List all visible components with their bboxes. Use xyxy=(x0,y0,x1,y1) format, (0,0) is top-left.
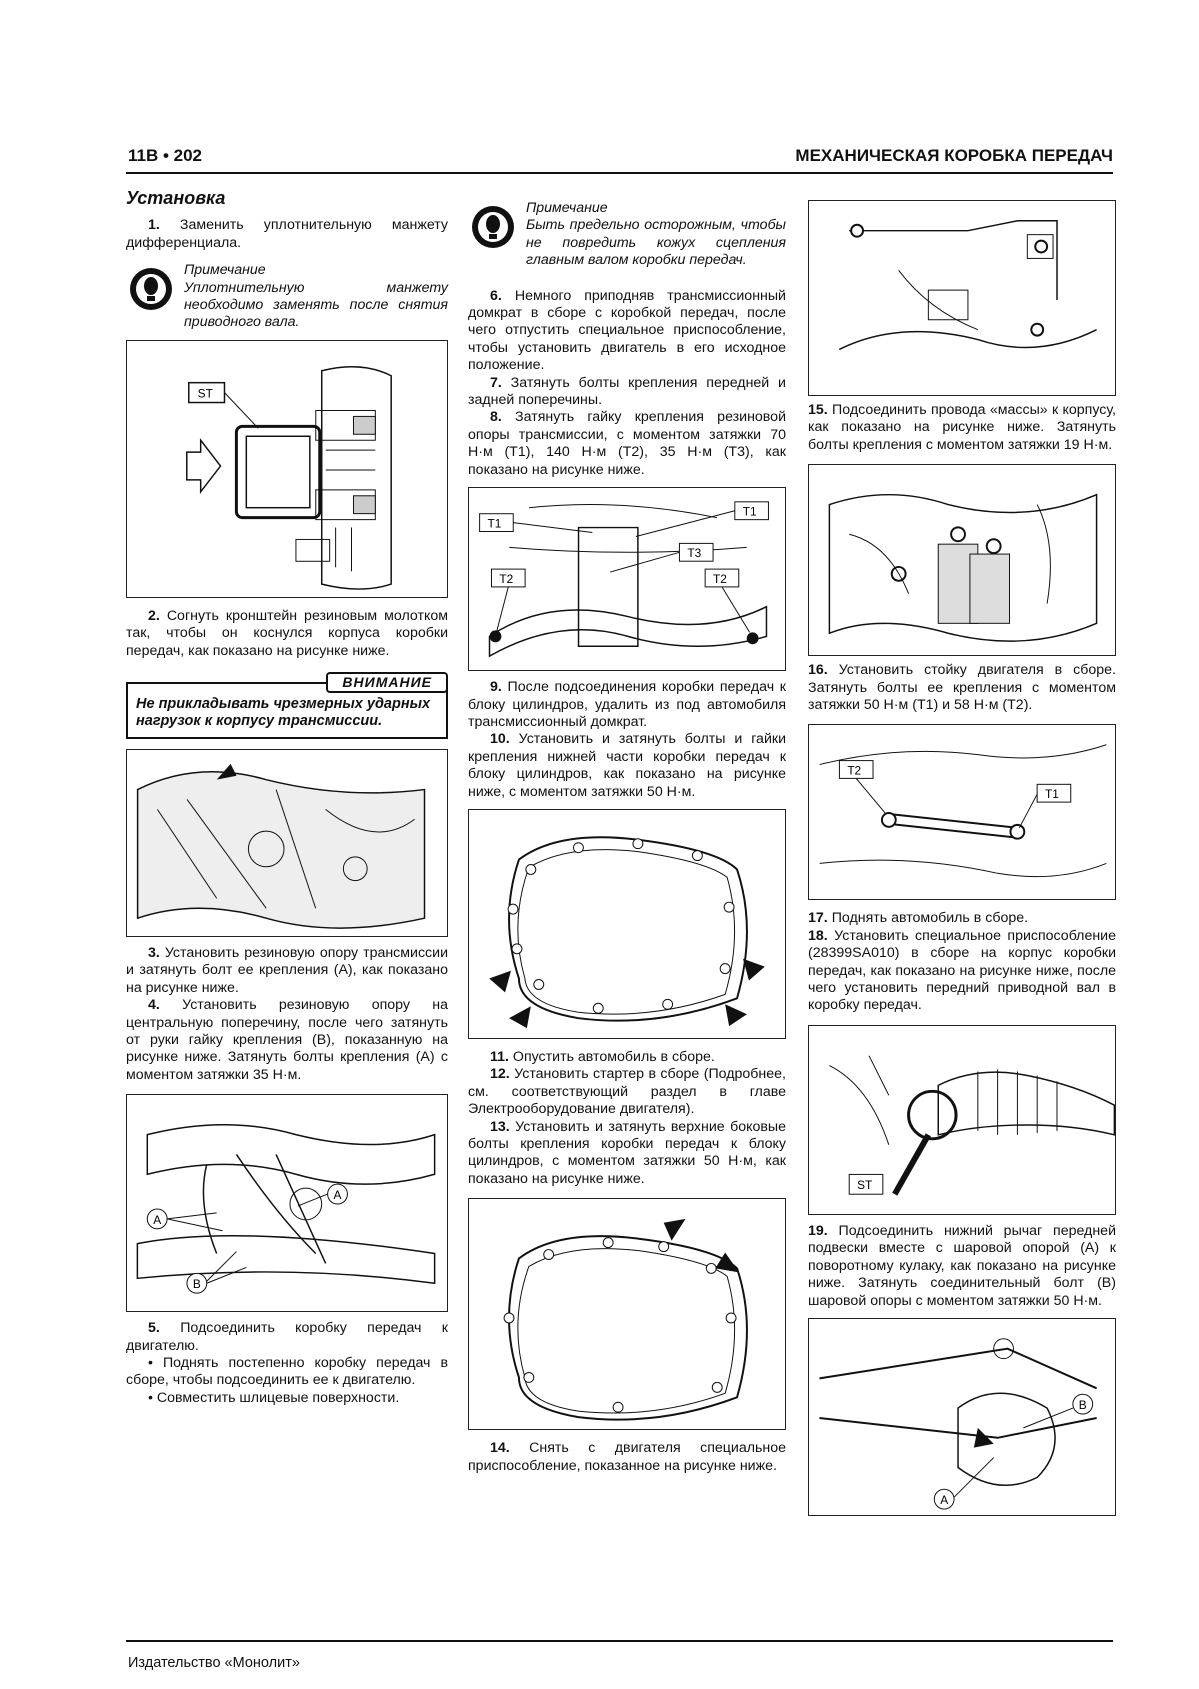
note-2: Примечание Быть предельно осторожным, чт… xyxy=(468,200,786,270)
column-1: Установка 1. Заменить уплотнительную ман… xyxy=(126,188,448,1407)
fig-st-label: ST xyxy=(857,1178,872,1192)
figure-rubber-mount: T1 T1 T3 T2 T2 xyxy=(468,487,786,672)
figure-differential-seal: ST xyxy=(126,339,448,598)
note-1: Примечание Уплотнительную манжету необхо… xyxy=(126,262,448,332)
bullet-1: • Поднять постепенно коробку передач в с… xyxy=(126,1354,448,1389)
step-6: 6. Немного приподняв трансмиссионный дом… xyxy=(468,287,786,374)
step-11: 11. Опустить автомобиль в сборе. xyxy=(490,1048,715,1065)
column-3: 15. Подсоединить провода «массы» к корпу… xyxy=(808,200,1116,1516)
figure-engine-mount xyxy=(808,464,1116,657)
fig-t1: T1 xyxy=(1045,788,1059,802)
step-18: 18. Установить специальное приспособлени… xyxy=(808,927,1116,1014)
column-2: Примечание Быть предельно осторожным, чт… xyxy=(468,200,786,1475)
fig-a-label-right: A xyxy=(334,1188,342,1202)
fig-t3: T3 xyxy=(687,546,701,560)
publisher-footer: Издательство «Монолит» xyxy=(128,1655,300,1671)
caution-icon xyxy=(472,206,514,248)
figure-engine-strut: T2 T1 xyxy=(808,724,1116,901)
step-14: 14. Снять с двигателя специальное приспо… xyxy=(468,1440,786,1474)
figure-upper-bolts xyxy=(468,1198,786,1431)
fig-a-label-left: A xyxy=(153,1213,161,1227)
step-7: 7. Затянуть болты крепления передней и з… xyxy=(468,374,786,409)
step-17: 17. Поднять автомобиль в сборе. xyxy=(808,910,1029,927)
fig-st-label: ST xyxy=(198,386,213,400)
bullet-2: • Совместить шлицевые поверхности. xyxy=(148,1389,400,1406)
figure-lower-arm: B A xyxy=(808,1317,1116,1516)
section-heading: Установка xyxy=(126,188,226,208)
fig-t2-right: T2 xyxy=(713,572,727,586)
step-16: 16. Установить стойку двигателя в сборе.… xyxy=(808,662,1116,714)
figure-ground-wires xyxy=(808,200,1116,396)
step-13: 13. Установить и затянуть верхние боковы… xyxy=(468,1118,786,1187)
step-9: 9. После подсоединения коробки передач к… xyxy=(468,679,786,730)
fig-a-label: A xyxy=(940,1493,948,1507)
warning-tag: ВНИМАНИЕ xyxy=(326,672,448,694)
fig-t1-left: T1 xyxy=(488,517,502,531)
step-15: 15. Подсоединить провода «массы» к корпу… xyxy=(808,402,1116,453)
step-8: 8. Затянуть гайку крепления резиновой оп… xyxy=(468,409,786,478)
figure-lower-bolts xyxy=(468,808,786,1039)
figure-drive-shaft-tool: ST xyxy=(808,1024,1116,1215)
step-3: 3. Установить резиновую опору трансмисси… xyxy=(126,944,448,996)
warning-box: ВНИМАНИЕ Не прикладывать чрезмерных удар… xyxy=(126,672,448,739)
fig-b-label: B xyxy=(193,1277,201,1291)
header-rule xyxy=(126,172,1113,174)
page-number: 11B • 202 xyxy=(128,146,203,165)
step-2: 2. Согнуть кронштейн резиновым молотком … xyxy=(126,607,448,659)
step-5: 5. Подсоединить коробку передач к двигат… xyxy=(126,1320,448,1354)
fig-t2-left: T2 xyxy=(499,572,513,586)
caution-icon xyxy=(130,268,172,311)
step-1: 1. Заменить уплотнительную манжету диффе… xyxy=(126,217,448,251)
step-4: 4. Установить резиновую опору на централ… xyxy=(126,997,448,1083)
step-10: 10. Установить и затянуть болты и гайки … xyxy=(468,731,786,800)
section-title: МЕХАНИЧЕСКАЯ КОРОБКА ПЕРЕДАЧ xyxy=(795,146,1113,165)
step-19: 19. Подсоединить нижний рычаг передней п… xyxy=(808,1222,1116,1309)
fig-t1-right: T1 xyxy=(743,505,757,519)
fig-b-label: B xyxy=(1079,1398,1087,1412)
step-12: 12. Установить стартер в сборе (Подробне… xyxy=(468,1066,786,1118)
footer-rule xyxy=(126,1640,1113,1642)
figure-transmission-mount xyxy=(126,748,448,937)
figure-crossmember: A A B xyxy=(126,1094,448,1313)
fig-t2: T2 xyxy=(847,764,861,778)
